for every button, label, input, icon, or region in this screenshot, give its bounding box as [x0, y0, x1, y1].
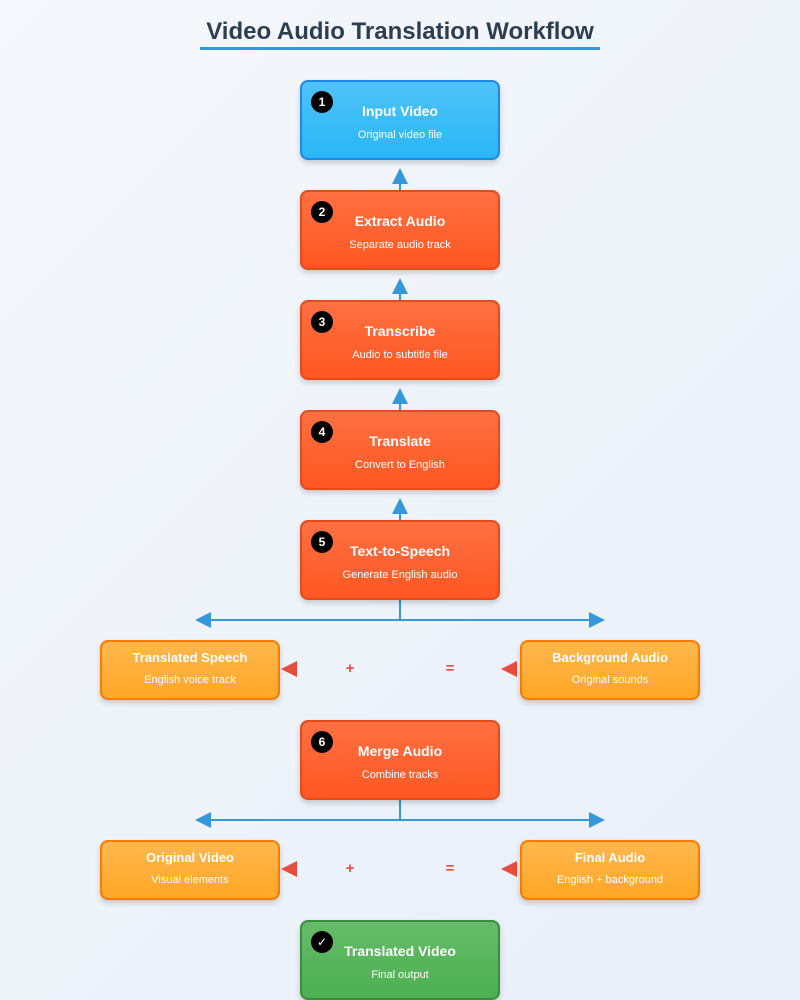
step-desc: Generate English audio	[342, 569, 458, 581]
step-title: Merge Audio	[357, 743, 443, 759]
box-title: Final Audio	[574, 850, 646, 865]
box-title: Background Audio	[552, 650, 668, 665]
step-desc: Audio to subtitle file	[352, 349, 448, 361]
step-title: Text-to-Speech	[349, 543, 451, 559]
step-extract-audio: 2 Extract Audio Separate audio track	[300, 190, 500, 270]
translated-speech-box: Translated Speech English voice track	[100, 640, 280, 700]
step-title: Extract Audio	[354, 213, 446, 229]
step-translate: 4 Translate Convert to English	[300, 410, 500, 490]
step-badge: 3	[311, 311, 333, 333]
box-desc: English + background	[556, 874, 664, 886]
step-badge: 4	[311, 421, 333, 443]
step-badge: ✓	[311, 931, 333, 953]
step-merge-audio: 6 Merge Audio Combine tracks	[300, 720, 500, 800]
step-badge: 5	[311, 531, 333, 553]
background-audio-box: Background Audio Original sounds	[520, 640, 700, 700]
step-badge: 1	[311, 91, 333, 113]
step-text-to-speech: 5 Text-to-Speech Generate English audio	[300, 520, 500, 600]
box-desc: English voice track	[144, 674, 236, 686]
step-desc: Original video file	[357, 129, 443, 141]
final-audio-box: Final Audio English + background	[520, 840, 700, 900]
step-title: Translated Video	[344, 943, 456, 959]
box-title: Original Video	[146, 850, 234, 865]
plus-operator: +	[345, 660, 355, 677]
step-badge: 2	[311, 201, 333, 223]
step-input-video: 1 Input Video Original video file	[300, 80, 500, 160]
plus-operator: +	[345, 860, 355, 877]
box-desc: Original sounds	[571, 674, 649, 686]
original-video-box: Original Video Visual elements	[100, 840, 280, 900]
step-transcribe: 3 Transcribe Audio to subtitle file	[300, 300, 500, 380]
step-translated-video: ✓ Translated Video Final output	[300, 920, 500, 1000]
step-desc: Separate audio track	[349, 239, 451, 251]
step-title: Translate	[369, 433, 431, 449]
equals-operator: =	[445, 660, 455, 677]
box-desc: Visual elements	[151, 874, 229, 886]
step-badge: 6	[311, 731, 333, 753]
step-title: Transcribe	[364, 323, 436, 339]
box-title: Translated Speech	[132, 650, 248, 665]
step-title: Input Video	[362, 103, 438, 119]
step-desc: Final output	[371, 969, 429, 981]
diagram-title: Video Audio Translation Workflow	[200, 16, 600, 50]
step-desc: Convert to English	[355, 459, 445, 471]
equals-operator: =	[445, 860, 455, 877]
step-desc: Combine tracks	[361, 769, 439, 781]
